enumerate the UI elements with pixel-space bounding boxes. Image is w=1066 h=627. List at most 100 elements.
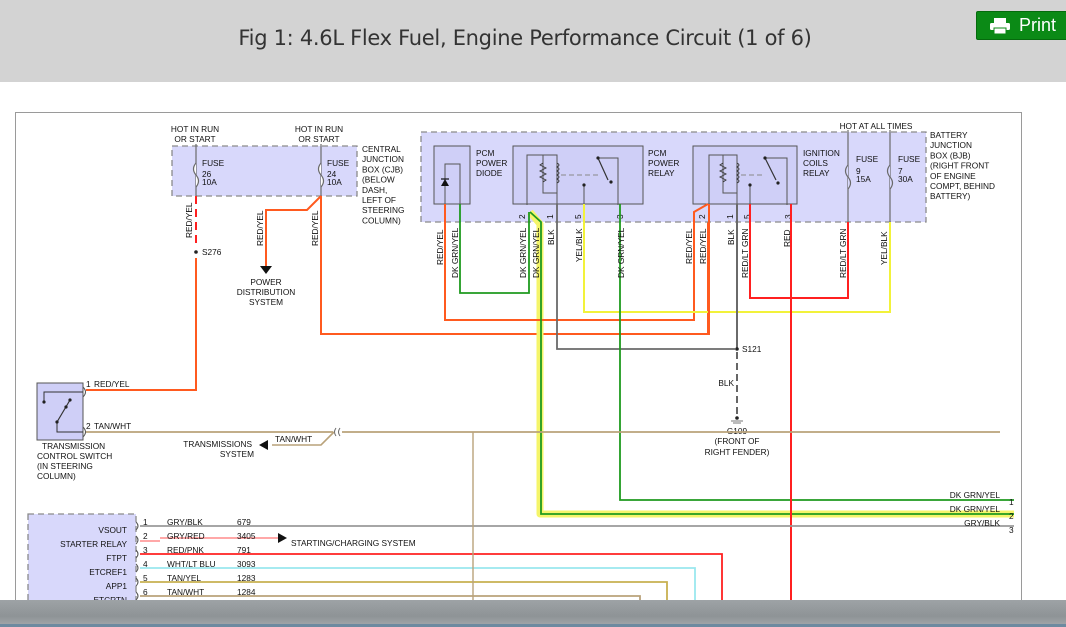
wire-diode-red-yel (444, 203, 709, 321)
wire-etcref1 (140, 567, 696, 600)
label-diode-red-yel: RED/YEL (435, 229, 445, 265)
tcs-wire-bottom (56, 422, 83, 433)
figure-header: Fig 1: 4.6L Flex Fuel, Engine Performanc… (0, 0, 1066, 82)
switch-terminal (609, 180, 613, 184)
wire-pds (265, 195, 322, 266)
fuse9-rating: 15A (856, 174, 871, 184)
wire-s276-to-tcs (140, 258, 197, 391)
pcm-pin-connector (135, 563, 139, 573)
label-pcm-pin5: YEL/BLK (574, 228, 584, 262)
pcm-relay-label-1: PCM (648, 148, 667, 158)
starter-dest-label: STARTING/CHARGING SYSTEM (291, 538, 416, 548)
tcs-label-1: TRANSMISSION (42, 441, 105, 451)
pcm-signal: STARTER RELAY (60, 539, 127, 549)
bottom-scroll-overlay (0, 600, 1066, 627)
ground-dot (735, 416, 739, 420)
pds-label-1: POWER (250, 277, 281, 287)
tcs-switch-icon (56, 399, 71, 423)
fuse7-label: FUSE (898, 154, 921, 164)
pcm-relay-coil (542, 154, 558, 194)
tcs-label-3: (IN STEERING (37, 461, 93, 471)
label-pcm-pin1: BLK (546, 229, 556, 245)
output-connector: DK GRN/YEL 1 DK GRN/YEL 2 GRY/BLK 3 (950, 490, 1014, 535)
label-ign-pin2-a: RED/YEL (684, 228, 694, 264)
output-2-pin: 2 (1009, 511, 1014, 521)
output-2-wire: DK GRN/YEL (950, 504, 1001, 514)
cjb-fuse24-supply-2: OR START (298, 134, 339, 144)
pcm-circuit-number: 791 (237, 545, 251, 555)
wire-app1 (140, 581, 668, 600)
pcm-relay-pin-2: 2 (517, 214, 527, 219)
fuse24-number: 24 (327, 169, 337, 179)
pcm-circuit-number: 1283 (237, 573, 256, 583)
wire-etcrtn (140, 595, 641, 600)
ign-coil-icon (735, 162, 740, 184)
cjb-label-line: DASH, (362, 185, 387, 195)
ign-relay-label-2: COILS (803, 158, 828, 168)
pcm-relay-label-2: POWER (648, 158, 679, 168)
ign-relay-label-1: IGNITION (803, 148, 840, 158)
page-title: Fig 1: 4.6L Flex Fuel, Engine Performanc… (0, 26, 1066, 50)
bjb-label-line: OF ENGINE (930, 171, 976, 181)
bjb-label-line: BATTERY) (930, 191, 970, 201)
pcm-wire-color: WHT/LT BLU (167, 559, 216, 569)
switch-contact-icon (597, 157, 609, 181)
bjb-label-line: (RIGHT FRONT (930, 161, 989, 171)
wire-pcm-relay-blk (556, 204, 735, 350)
fuse7-rating: 30A (898, 174, 913, 184)
cjb-label-line: STEERING (362, 205, 404, 215)
ign-relay-pin-2: 2 (697, 214, 707, 219)
wire-diode-dk-grn (459, 204, 530, 294)
pds-label-3: SYSTEM (249, 297, 283, 307)
ign-relay-wire-a (708, 154, 723, 205)
pcm-circuit-number: 3093 (237, 559, 256, 569)
trans-arrow-icon (259, 440, 268, 450)
wire-red-lt-grn (749, 204, 849, 299)
pcm-relay-pin-5: 5 (573, 214, 583, 219)
splice-s276-dot (194, 250, 198, 254)
pcm-relay-wire-a (526, 154, 543, 205)
print-button[interactable]: Print (976, 11, 1066, 40)
splice-s121-dot (735, 347, 739, 351)
tcs-connector-1 (82, 386, 86, 398)
ign-relay-coil (722, 154, 738, 194)
pcm-wire-color: TAN/WHT (167, 587, 204, 597)
cjb-label-line: CENTRAL (362, 144, 401, 154)
bjb-wire-labels: RED/YEL DK GRN/YEL DK GRN/YEL DK GRN/YEL… (435, 227, 889, 278)
ign-relay-wire-c (765, 157, 788, 205)
pcm-circuit-number: 3405 (237, 531, 256, 541)
central-junction-box: HOT IN RUN OR START HOT IN RUN OR START … (171, 124, 405, 225)
pcm-pin: 1 (143, 517, 148, 527)
resistor-icon (538, 162, 548, 183)
label-pcm-pin2-a: DK GRN/YEL (518, 227, 528, 278)
wire-label-pds: RED/YEL (255, 210, 265, 246)
bjb-wires: S121 BLK G109 (FRONT OF RIGHT FENDER) (140, 203, 1014, 600)
pcm-diode-label-2: POWER (476, 158, 507, 168)
pcm-relay-pin5-dot (582, 183, 586, 187)
cjb-fuse24-supply-1: HOT IN RUN (295, 124, 343, 134)
cjb-label-line: (BELOW (362, 175, 395, 185)
tcs-dot-a (42, 400, 46, 404)
fuse9-number: 9 (856, 166, 861, 176)
starter-arrow-icon (278, 533, 287, 543)
splice-s276: S276 (202, 247, 222, 257)
pcm-pin: 5 (143, 573, 148, 583)
pcm-diode-box (433, 145, 471, 205)
pcm-diode-label-3: DIODE (476, 168, 503, 178)
pcm-pin-connector (135, 577, 139, 587)
wire-ftpt (140, 553, 723, 600)
bjb-box (420, 131, 927, 223)
cjb-box (171, 145, 358, 197)
ign-relay-pin-5: 5 (742, 214, 752, 219)
pcm-signal: FTPT (106, 553, 127, 563)
cjb-label-line: COLUMN) (362, 215, 401, 225)
fuse26-label: FUSE (202, 158, 225, 168)
ign-relay-pin-1: 1 (725, 214, 735, 219)
taskbar-strip (0, 624, 1066, 627)
trans-wire-label: TAN/WHT (275, 434, 312, 444)
